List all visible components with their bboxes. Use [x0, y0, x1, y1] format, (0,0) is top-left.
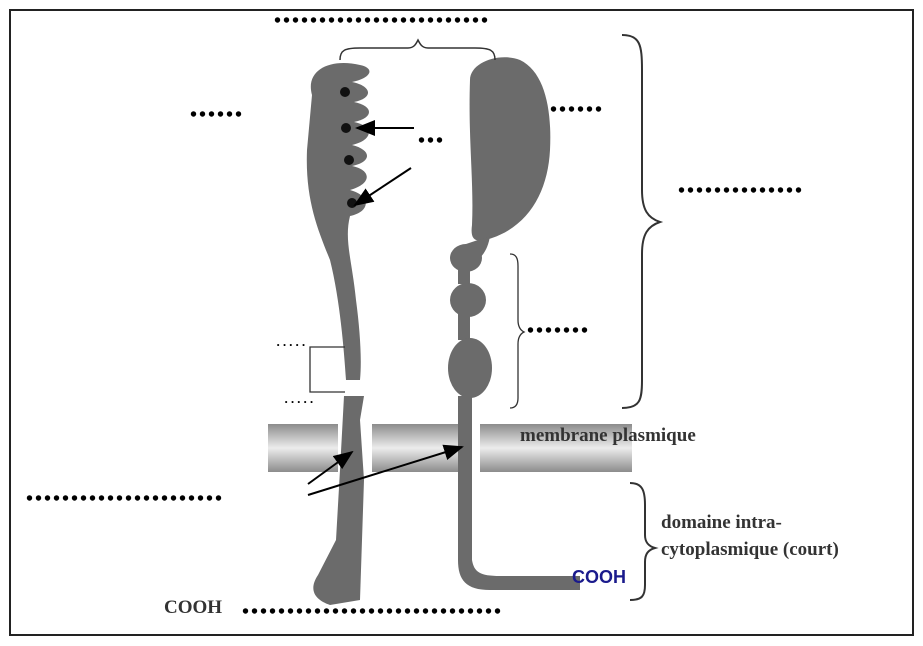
blank-left-top: ••••••	[190, 104, 244, 126]
blank-top: ••••••••••••••••••••••••	[274, 10, 490, 32]
blank-extracellular: ••••••••••••••	[678, 180, 804, 202]
blank-transmembrane: ••••••••••••••••••••••	[26, 488, 224, 510]
intracellular-brace	[629, 482, 659, 601]
heavy-chain-variable-domain	[469, 57, 551, 241]
membrane-label: membrane plasmique	[520, 425, 696, 446]
light-chain-transmembrane	[313, 396, 364, 605]
blank-small-bottom: ·····	[284, 394, 316, 409]
small-left-bracket	[309, 346, 345, 393]
light-chain	[306, 63, 370, 605]
heavy-chain	[448, 57, 580, 590]
blank-right-top: ••••••	[550, 99, 604, 121]
intracytoplasmic-label-line2: cytoplasmique (court)	[661, 539, 839, 560]
cooh-left-label: COOH	[164, 597, 222, 618]
blank-constant-domain: •••••••	[527, 320, 590, 342]
annotation-arrows	[307, 120, 464, 496]
heavy-chain-tail	[458, 396, 580, 590]
blank-small-top: ·····	[276, 337, 308, 352]
extracellular-brace	[621, 34, 664, 409]
cooh-right-label: COOH	[572, 567, 626, 587]
constant-domain-bracket	[509, 253, 526, 409]
intracytoplasmic-label-line1: domaine intra-	[661, 512, 782, 533]
blank-bottom: •••••••••••••••••••••••••••••	[242, 601, 503, 623]
light-chain-variable-domain	[306, 63, 370, 380]
top-brace	[339, 38, 496, 61]
blank-arrow-label: •••	[418, 130, 445, 152]
